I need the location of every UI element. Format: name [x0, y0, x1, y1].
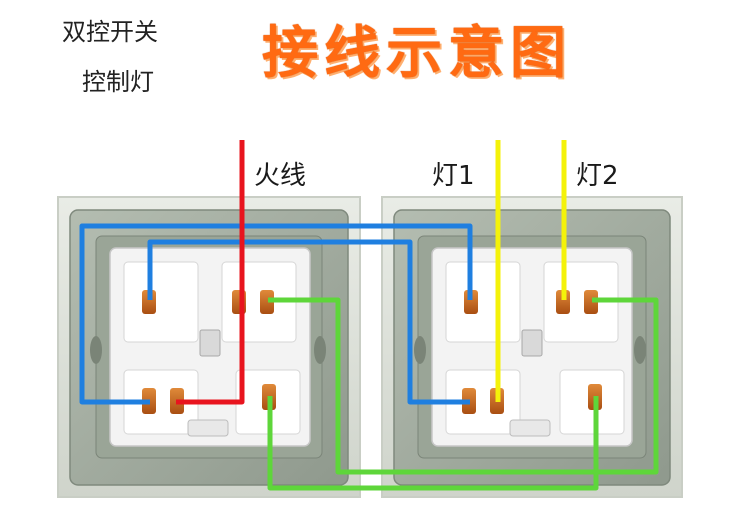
- left-switch: [57, 196, 361, 498]
- green-wire-1: [268, 297, 659, 475]
- subtitle-line1: 双控开关: [62, 18, 158, 46]
- page-title: 接线示意图: [262, 21, 572, 86]
- green-wire-2: [267, 396, 599, 491]
- right-switch: [381, 196, 683, 498]
- terminal: [260, 290, 274, 314]
- lamp2-wire-label: 灯2: [576, 161, 619, 191]
- live-wire: [176, 140, 245, 405]
- live-wire-label: 火线: [254, 161, 307, 191]
- blue-wire-outer: [79, 223, 473, 405]
- lamp1-wire-label: 灯1: [432, 161, 475, 191]
- blue-wire-inner: [147, 239, 470, 405]
- terminal: [584, 290, 598, 314]
- subtitle-line2: 控制灯: [82, 68, 154, 96]
